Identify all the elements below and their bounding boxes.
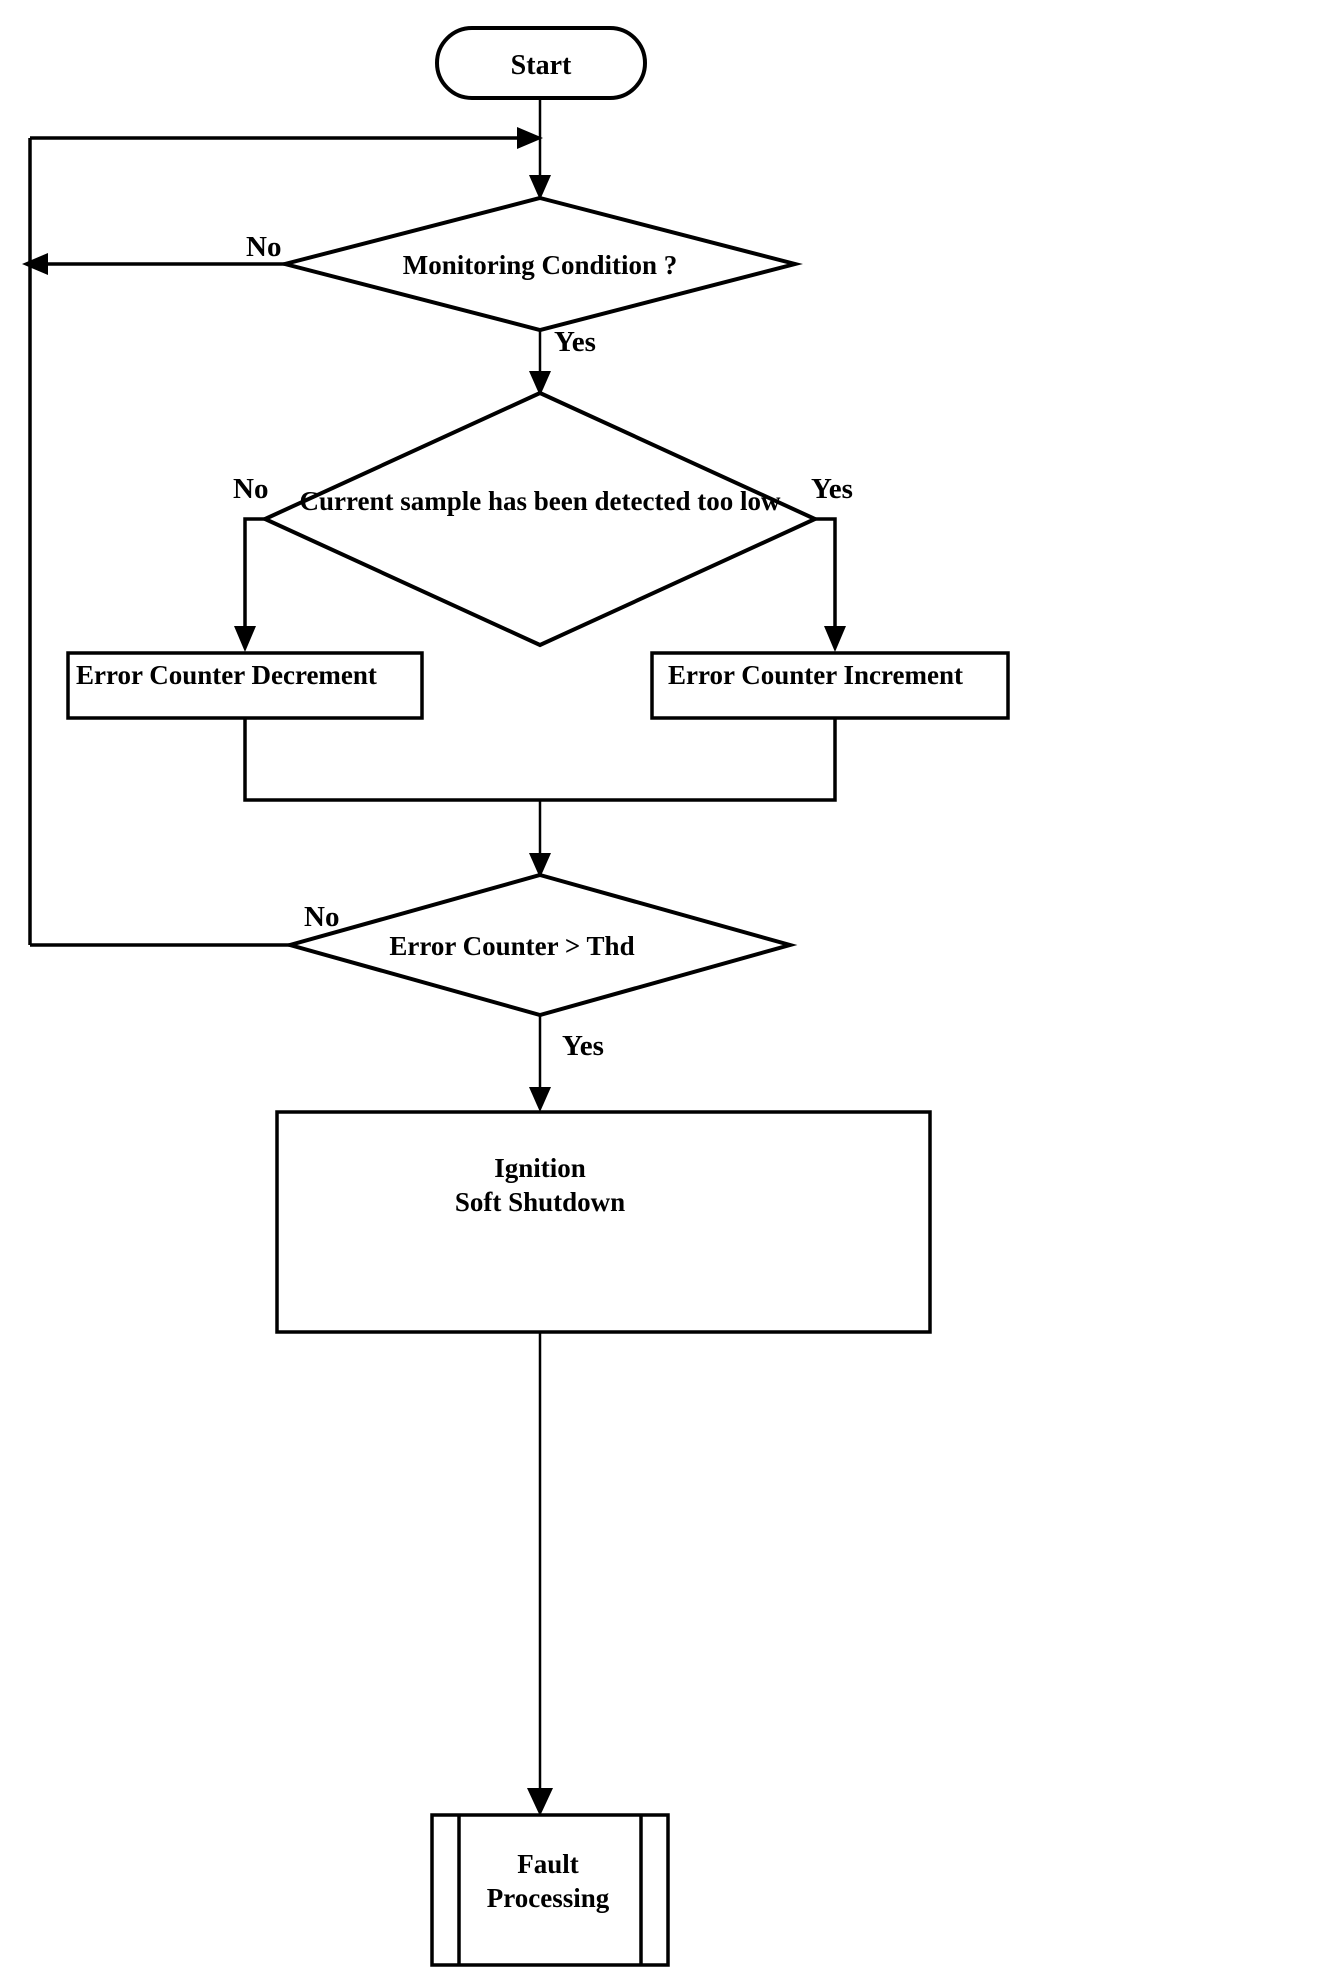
node-fault-processing[interactable]: Fault Processing [430, 1813, 670, 1967]
edge-merge-to-threshold [529, 800, 551, 878]
edge-start-to-monitoring [529, 98, 551, 200]
node-start[interactable]: Start [435, 26, 647, 100]
node-sample-too-low-label: Current sample has been detected too low [300, 486, 781, 516]
edge-monitoring-no [22, 253, 285, 275]
edge-ignition-to-fault [527, 1332, 553, 1816]
node-start-label: Start [511, 50, 572, 81]
node-ignition-soft-shutdown[interactable]: Ignition Soft Shutdown [275, 1110, 932, 1334]
edge-threshold-yes [529, 1015, 551, 1112]
node-error-counter-threshold[interactable]: Error Counter > Thd [282, 872, 798, 1018]
node-monitoring-condition-label: Monitoring Condition ? [403, 250, 678, 280]
node-sample-too-low[interactable]: Current sample has been detected too low [260, 390, 820, 648]
node-ignition-soft-shutdown-label-line1: Ignition [494, 1153, 586, 1183]
node-error-counter-increment[interactable]: Error Counter Increment [650, 651, 1010, 720]
edge-merge-counters [243, 718, 837, 802]
edge-label-monitoring-yes: Yes [554, 326, 596, 358]
node-error-counter-decrement-label: Error Counter Decrement [76, 660, 377, 690]
edge-monitoring-yes [529, 330, 551, 396]
edge-label-sample-yes: Yes [811, 473, 853, 505]
node-error-counter-threshold-label: Error Counter > Thd [389, 931, 634, 961]
edge-sample-no [234, 517, 265, 652]
node-fault-processing-label-line1: Fault [517, 1849, 579, 1879]
node-error-counter-increment-label: Error Counter Increment [668, 660, 963, 690]
edge-sample-yes [815, 517, 846, 652]
node-ignition-soft-shutdown-label-line2: Soft Shutdown [455, 1187, 625, 1217]
node-error-counter-decrement[interactable]: Error Counter Decrement [66, 651, 424, 720]
edge-label-sample-no: No [233, 473, 268, 505]
node-fault-processing-label-line2: Processing [487, 1883, 610, 1913]
edge-feedback-return-to-main [30, 127, 543, 149]
edge-label-monitoring-no: No [246, 231, 281, 263]
edge-label-threshold-no: No [304, 901, 339, 933]
edge-label-threshold-yes: Yes [562, 1030, 604, 1062]
node-monitoring-condition[interactable]: Monitoring Condition ? [277, 195, 803, 333]
